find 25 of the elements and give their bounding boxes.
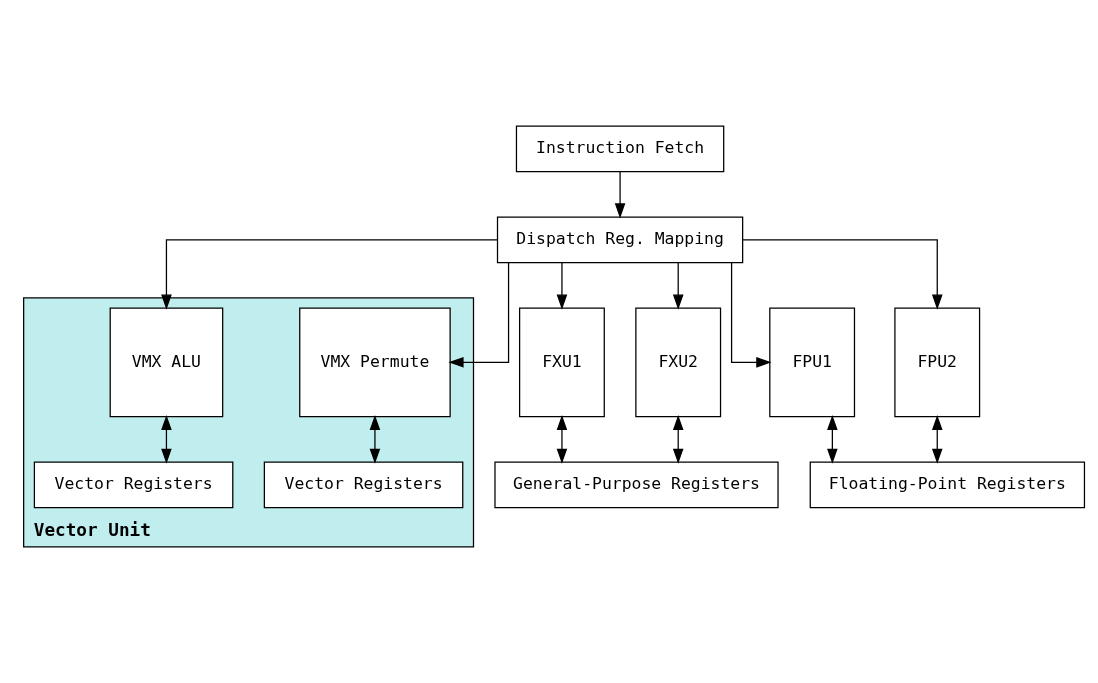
arrow: [448, 262, 510, 368]
node-box: VMX Permute: [299, 307, 451, 418]
node-box: Instruction Fetch: [515, 125, 725, 173]
node-box: VMX ALU: [109, 307, 224, 418]
node-box: General-Purpose Registers: [494, 461, 779, 509]
arrow: [161, 414, 172, 464]
node-box: Vector Registers: [263, 461, 464, 509]
arrow: [672, 262, 684, 310]
node-box: Dispatch Reg. Mapping: [496, 216, 744, 264]
arrow: [730, 262, 772, 368]
arrow: [672, 414, 684, 464]
arrow: [369, 414, 381, 464]
arrow: [931, 414, 943, 464]
arrow: [556, 262, 568, 310]
node-box: FPU1: [769, 307, 856, 418]
node-box: Floating-Point Registers: [809, 461, 1086, 509]
node-box: FXU2: [635, 307, 722, 418]
arrow: [742, 239, 943, 310]
node-box: FXU1: [519, 307, 605, 418]
arrow: [827, 414, 838, 464]
node-box: Vector Registers: [33, 461, 234, 509]
node-box: FPU2: [894, 307, 981, 418]
arrow: [161, 239, 498, 310]
arrow: [614, 171, 626, 219]
arrow: [556, 414, 568, 464]
